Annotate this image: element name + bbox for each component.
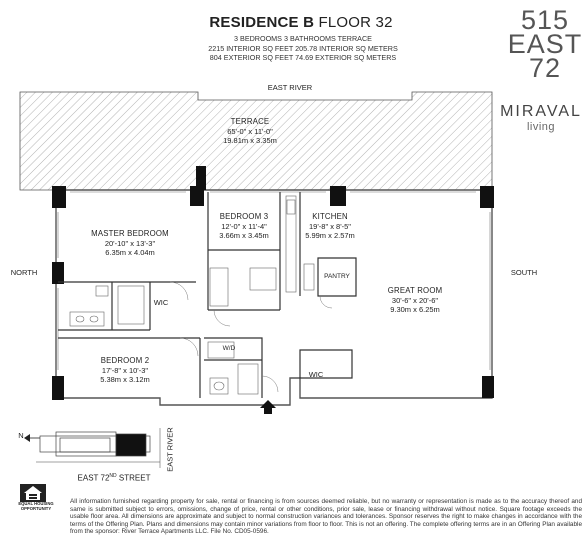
room-bedroom3-name: BEDROOM 3 (219, 212, 269, 221)
room-bedroom2-imperial: 17'-8" x 10'-3" (101, 365, 149, 375)
exterior-walls (55, 189, 493, 406)
label-north: NORTH (10, 268, 38, 277)
room-master-bedroom: MASTER BEDROOM 20'-10" x 13'-3" 6.35m x … (70, 229, 190, 258)
room-bedroom2-metric: 5.38m x 3.12m (100, 375, 150, 384)
entry-arrow-icon (260, 400, 276, 414)
room-terrace: TERRACE 65'-0" x 11'-0" 19.81m x 3.35m (185, 117, 315, 146)
keyplan-east-river: EAST RIVER (165, 427, 175, 472)
keyplan-street-sup: ND (109, 473, 117, 479)
brand-logo: MIRAVAL (500, 103, 582, 120)
room-bedroom2-name: BEDROOM 2 (100, 356, 150, 365)
residence-name: RESIDENCE B (209, 14, 315, 31)
room-master-imperial: 20'-10" x 13'-3" (104, 238, 156, 248)
building-address-logo: 515 EAST 72 (505, 5, 585, 83)
room-great-name: GREAT ROOM (387, 286, 443, 295)
room-kitchen-metric: 5.99m x 2.57m (305, 231, 355, 240)
room-bedroom-3: BEDROOM 3 12'-0" x 11'-4" 3.66m x 3.45m (206, 212, 282, 241)
spec-exterior: 804 EXTERIOR SQ FEET 74.69 EXTERIOR SQ M… (209, 53, 397, 62)
label-east-river: EAST RIVER (267, 83, 313, 92)
room-great-room: GREAT ROOM 30'-6" x 20'-6" 9.30m x 6.25m (370, 286, 460, 315)
keyplan-street: EAST 72ND STREET (64, 473, 164, 483)
label-pantry: PANTRY (324, 273, 350, 280)
room-terrace-imperial: 65'-0" x 11'-0" (227, 126, 273, 136)
fixtures (69, 195, 315, 395)
spec-interior: 2215 INTERIOR SQ FEET 205.78 INTERIOR SQ… (208, 43, 398, 53)
label-wic-hall: WIC (308, 370, 324, 379)
label-washer-dryer: W/D (222, 345, 236, 352)
residence-title: RESIDENCE B FLOOR 32 (206, 14, 396, 31)
room-bedroom3-metric: 3.66m x 3.45m (219, 231, 269, 240)
room-great-imperial: 30'-6" x 20'-6" (391, 295, 439, 305)
eho-line2: OPPORTUNITY (20, 505, 52, 511)
door-swings (169, 281, 333, 393)
keyplan-street-name: EAST 72 (77, 473, 110, 483)
structural-columns (52, 166, 494, 400)
room-terrace-metric: 19.81m x 3.35m (223, 136, 277, 145)
keyplan-street-suffix: STREET (118, 473, 151, 483)
spec-rooms: 3 BEDROOMS 3 BATHROOMS TERRACE (234, 34, 372, 43)
room-bedroom-2: BEDROOM 2 17'-8" x 10'-3" 5.38m x 3.12m (80, 356, 170, 385)
floor-label: FLOOR 32 (318, 14, 393, 31)
key-plan (36, 428, 161, 468)
key-plan-north-icon (24, 434, 40, 442)
room-bedroom3-imperial: 12'-0" x 11'-4" (221, 221, 267, 231)
room-kitchen-imperial: 19'-8" x 8'-5" (309, 221, 351, 231)
label-south: SOUTH (510, 268, 538, 277)
address-number: 515 (520, 5, 570, 35)
windows (57, 191, 491, 370)
room-master-metric: 6.35m x 4.04m (105, 248, 155, 257)
room-master-name: MASTER BEDROOM (91, 229, 169, 238)
equal-housing-icon (20, 484, 46, 502)
room-terrace-name: TERRACE (230, 117, 270, 126)
keyplan-north-label: N (18, 431, 24, 440)
address-street-east: EAST (507, 29, 583, 59)
label-wic-master: WIC (153, 298, 169, 307)
legal-disclaimer: All information furnished regarding prop… (70, 498, 582, 536)
eho-line1: EQUAL HOUSING (18, 501, 54, 506)
equal-housing-text: EQUAL HOUSING OPPORTUNITY (8, 501, 64, 512)
brand-subtitle: living (526, 121, 556, 133)
room-kitchen-name: KITCHEN (312, 212, 348, 221)
address-street-number: 72 (528, 53, 562, 83)
unit-specs: 3 BEDROOMS 3 BATHROOMS TERRACE 2215 INTE… (188, 34, 418, 63)
room-kitchen: KITCHEN 19'-8" x 8'-5" 5.99m x 2.57m (302, 212, 358, 241)
room-great-metric: 9.30m x 6.25m (390, 305, 440, 314)
